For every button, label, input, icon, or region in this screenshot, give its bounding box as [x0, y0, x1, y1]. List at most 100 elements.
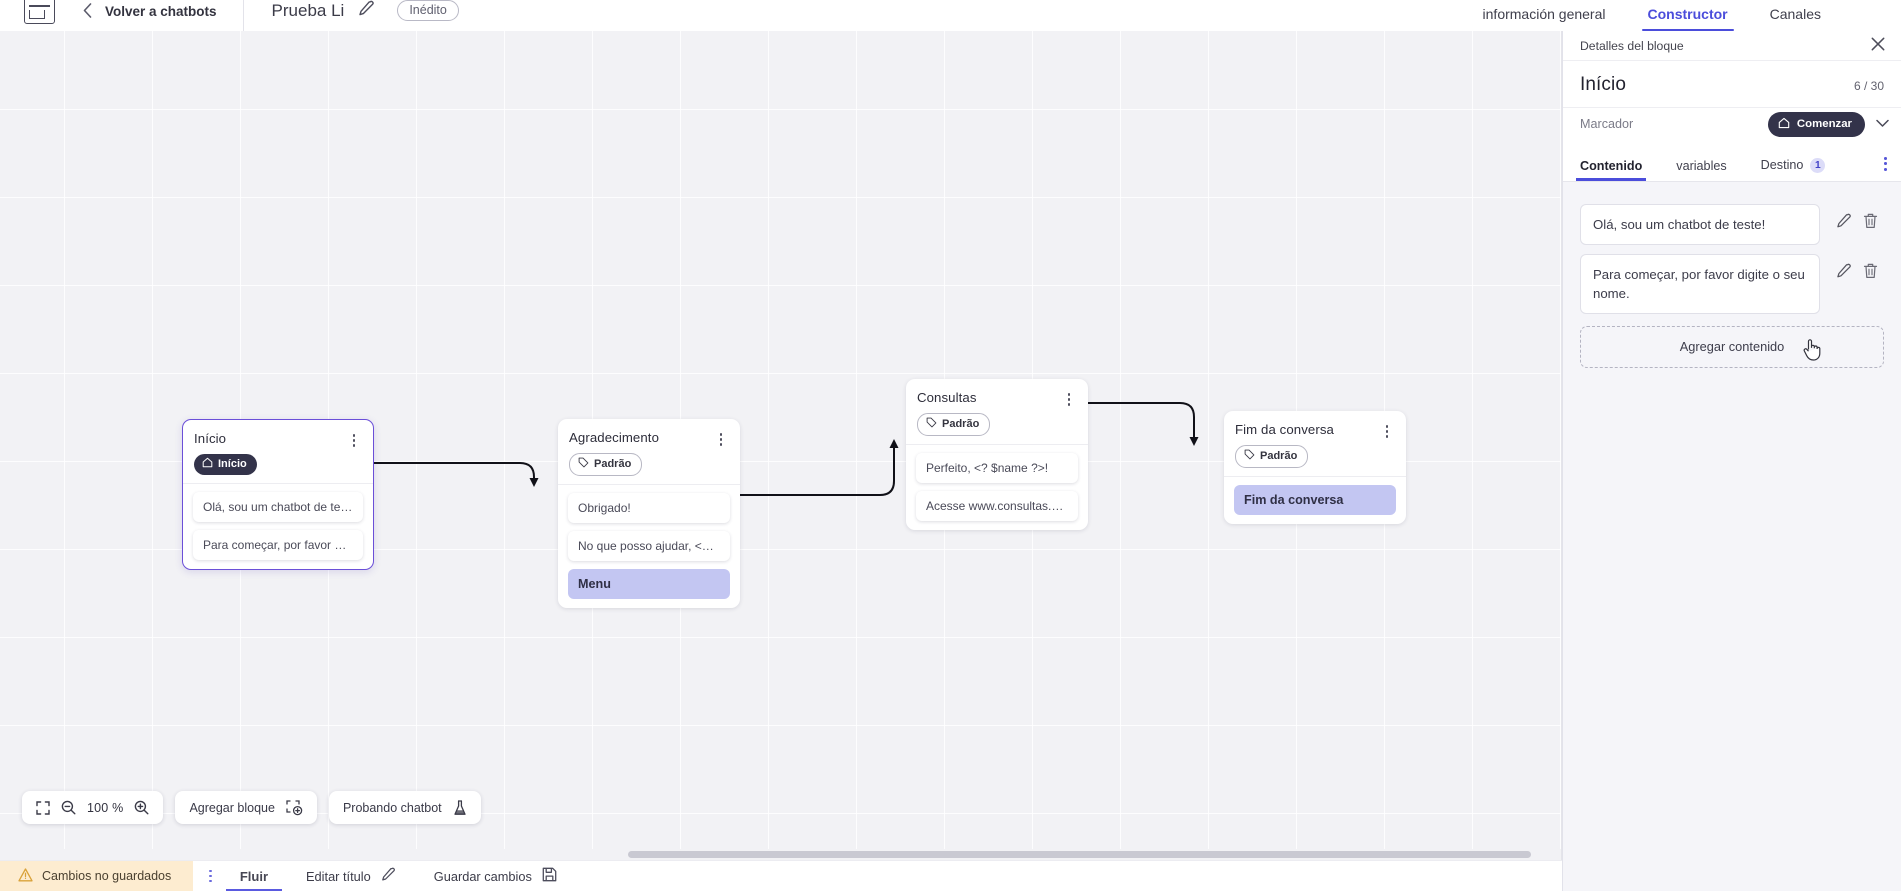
- panel-tabs-kebab-icon[interactable]: [1884, 157, 1887, 180]
- panel-block-title: Início: [1580, 74, 1627, 95]
- node-tag-padrao[interactable]: Padrão: [569, 452, 643, 477]
- zoom-controls: 100 %: [22, 791, 164, 824]
- node-menu-kebab-icon[interactable]: [1380, 422, 1394, 438]
- save-changes-label: Guardar cambios: [433, 868, 532, 884]
- node-tag-row: Padrão: [906, 406, 1088, 437]
- tab-canales[interactable]: Canales: [1769, 6, 1821, 22]
- node-menu-kebab-icon[interactable]: [714, 430, 728, 446]
- bottom-kebab-icon[interactable]: [209, 869, 212, 883]
- content-item-text[interactable]: Para começar, por favor digite o seu nom…: [1580, 253, 1820, 314]
- panel-tab-label: Destino: [1760, 158, 1804, 172]
- node-title: Agradecimento: [569, 430, 659, 445]
- flow-edges: [373, 402, 1199, 496]
- node-header: Consultas: [906, 379, 1088, 406]
- tag-icon: [1244, 449, 1255, 463]
- panel-header-title: Detalles del bloque: [1580, 38, 1684, 53]
- panel-content-list: Olá, sou um chatbot de teste! Para começ…: [1563, 182, 1901, 368]
- home-icon: [1778, 117, 1790, 132]
- panel-tab-variables[interactable]: variables: [1676, 159, 1726, 181]
- edit-title-pencil-icon[interactable]: [358, 0, 375, 22]
- node-tag-label: Início: [218, 458, 247, 471]
- node-tag-label: Padrão: [1260, 450, 1298, 463]
- save-changes-button[interactable]: Guardar cambios: [434, 867, 557, 885]
- panel-marcador-row: Marcador Comenzar: [1563, 107, 1901, 151]
- test-chatbot-button[interactable]: Probando chatbot: [328, 791, 481, 824]
- node-message-menu[interactable]: Fim da conversa: [1234, 485, 1396, 516]
- canvas-panel-divider: [1561, 31, 1562, 860]
- topbar-divider: [242, 0, 244, 31]
- panel-block-count: 6 / 30: [1853, 79, 1884, 93]
- flow-node-inicio[interactable]: Início Início Olá, sou um chatbot de tes…: [182, 419, 374, 571]
- back-chevron-icon[interactable]: [83, 2, 92, 21]
- node-divider: [906, 444, 1088, 446]
- node-message[interactable]: Obrigado!: [568, 493, 730, 524]
- zoom-in-icon[interactable]: [134, 800, 149, 815]
- block-details-panel: Detalles del bloque Início 6 / 30 Marcad…: [1562, 31, 1901, 891]
- node-title: Início: [194, 431, 227, 446]
- add-content-button[interactable]: Agregar contenido: [1580, 325, 1884, 368]
- tab-constructor[interactable]: Constructor: [1641, 6, 1734, 31]
- node-message[interactable]: No que posso ajudar, <? $name ...: [568, 531, 730, 562]
- node-tag-padrao[interactable]: Padrão: [1235, 444, 1309, 469]
- add-block-button[interactable]: Agregar bloque: [175, 791, 317, 824]
- node-tag-row: Padrão: [558, 446, 740, 477]
- node-tag-label: Padrão: [594, 458, 632, 471]
- add-block-icon: [286, 799, 303, 816]
- content-edit-pencil-icon[interactable]: [1830, 204, 1857, 229]
- flow-node-fim-da-conversa[interactable]: Fim da conversa Padrão Fim da conversa: [1224, 411, 1406, 525]
- save-disk-icon: [542, 867, 557, 885]
- warning-icon: [18, 867, 33, 885]
- tab-informacion-general[interactable]: información general: [1482, 6, 1606, 22]
- node-title: Fim da conversa: [1235, 422, 1334, 437]
- fit-screen-icon[interactable]: [36, 800, 50, 815]
- node-message[interactable]: Para começar, por favor digite o ...: [193, 530, 363, 561]
- content-item-row: Olá, sou um chatbot de teste!: [1580, 203, 1884, 245]
- node-divider: [1224, 476, 1406, 478]
- panel-tab-contenido[interactable]: Contenido: [1575, 158, 1647, 181]
- add-content-label: Agregar contenido: [1679, 339, 1785, 355]
- add-block-label: Agregar bloque: [189, 800, 275, 815]
- content-delete-trash-icon[interactable]: [1857, 254, 1884, 279]
- zoom-level-value: 100 %: [87, 800, 124, 815]
- content-edit-pencil-icon[interactable]: [1830, 254, 1857, 279]
- tag-icon: [578, 457, 589, 471]
- node-title: Consultas: [917, 390, 977, 405]
- panel-header: Detalles del bloque: [1563, 31, 1901, 61]
- tag-icon: [926, 417, 937, 431]
- pencil-icon: [381, 867, 396, 885]
- test-chatbot-label: Probando chatbot: [342, 800, 442, 815]
- node-message[interactable]: Perfeito, <? $name ?>!: [916, 453, 1078, 484]
- node-tag-start[interactable]: Início: [194, 453, 257, 476]
- flow-canvas[interactable]: Início Início Olá, sou um chatbot de tes…: [0, 31, 1562, 860]
- node-message[interactable]: Olá, sou um chatbot de teste!: [193, 492, 363, 523]
- flow-node-consultas[interactable]: Consultas Padrão Perfeito, <? $name ?>! …: [906, 379, 1088, 531]
- node-header: Agradecimento: [558, 419, 740, 446]
- panel-tab-label: Contenido: [1580, 158, 1643, 173]
- vta-logo-icon: [24, 0, 55, 24]
- panel-tab-destino-badge: 1: [1810, 157, 1826, 173]
- node-tag-padrao[interactable]: Padrão: [917, 412, 991, 437]
- chevron-down-icon[interactable]: [1876, 115, 1889, 133]
- back-to-chatbots-link[interactable]: Volver a chatbots: [105, 4, 217, 19]
- panel-tab-label: variables: [1676, 158, 1727, 173]
- home-icon: [202, 457, 213, 471]
- close-icon[interactable]: [1871, 37, 1885, 55]
- content-item-text[interactable]: Olá, sou um chatbot de teste!: [1580, 203, 1820, 245]
- marcador-comenzar-chip[interactable]: Comenzar: [1767, 112, 1865, 137]
- node-menu-kebab-icon[interactable]: [347, 431, 361, 447]
- content-delete-trash-icon[interactable]: [1857, 204, 1884, 229]
- node-message-menu[interactable]: Menu: [568, 569, 730, 600]
- canvas-hscroll-track[interactable]: [0, 849, 1562, 860]
- canvas-hscroll-thumb[interactable]: [628, 851, 1531, 858]
- unsaved-changes-indicator: Cambios no guardados: [0, 860, 194, 891]
- flow-node-agradecimento[interactable]: Agradecimento Padrão Obrigado! No que po…: [558, 419, 740, 609]
- node-message[interactable]: Acesse www.consultas.com par...: [916, 491, 1078, 522]
- bottom-tab-fluir[interactable]: Fluir: [225, 861, 283, 891]
- panel-tab-destino[interactable]: Destino 1: [1760, 157, 1826, 181]
- node-tag-row: Padrão: [1224, 438, 1406, 469]
- panel-title-row: Início 6 / 30: [1563, 61, 1901, 107]
- top-bar: Volver a chatbots Prueba Li Inédito info…: [0, 0, 1901, 31]
- node-menu-kebab-icon[interactable]: [1062, 390, 1076, 406]
- zoom-out-icon[interactable]: [61, 800, 76, 815]
- edit-title-button[interactable]: Editar título: [306, 867, 396, 885]
